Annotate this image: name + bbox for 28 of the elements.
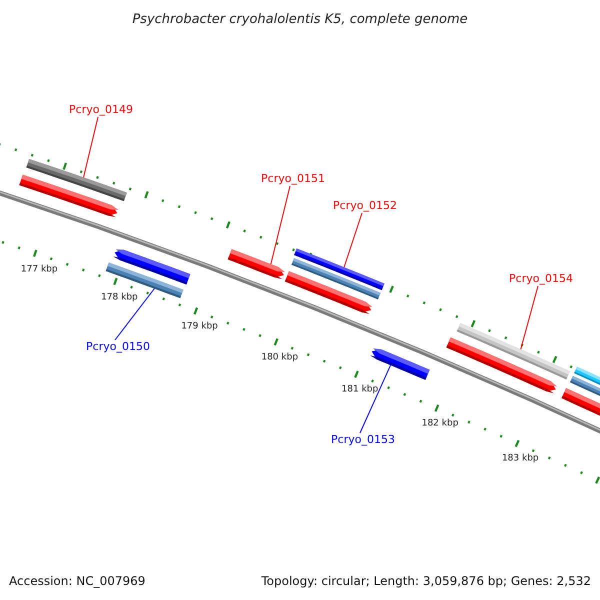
scale-label: 181 kbp xyxy=(342,384,378,396)
gene-label: Pcryo_0151 xyxy=(261,172,325,186)
gene-block xyxy=(370,348,430,380)
leader-line xyxy=(83,116,98,178)
title: Psychrobacter cryohalolentis K5, complete genome xyxy=(132,11,468,29)
gene-label: Pcryo_0154 xyxy=(509,272,573,286)
leader-line xyxy=(344,212,362,268)
gene-block xyxy=(446,337,558,394)
scale-label: 183 kbp xyxy=(502,454,539,465)
scale-label: 182 kbp xyxy=(422,418,458,430)
leader-line xyxy=(114,288,155,340)
gene-block xyxy=(562,388,600,416)
scale-label: 180 kbp xyxy=(261,352,298,364)
leader-line xyxy=(360,364,392,434)
scale-label: 177 kbp xyxy=(20,264,58,276)
scale-label: 179 kbp xyxy=(181,322,218,333)
gene-label: Pcryo_0152 xyxy=(333,199,397,213)
footer-text: Topology: circular; Length: 3,059,876 bp; Genes: 2,532 xyxy=(261,573,591,590)
scale-label: 178 kbp xyxy=(101,292,138,304)
gene-block xyxy=(19,174,118,218)
leader-line xyxy=(270,186,290,265)
footer-text: Accession: NC_007969 xyxy=(9,573,146,590)
gene-label: Pcryo_0149 xyxy=(69,103,133,117)
leader-line xyxy=(520,286,538,350)
gene-block xyxy=(228,249,286,280)
gene-label: Pcryo_0153 xyxy=(331,433,395,447)
gene-label: Pcryo_0150 xyxy=(86,340,150,354)
gene-block xyxy=(284,271,372,314)
